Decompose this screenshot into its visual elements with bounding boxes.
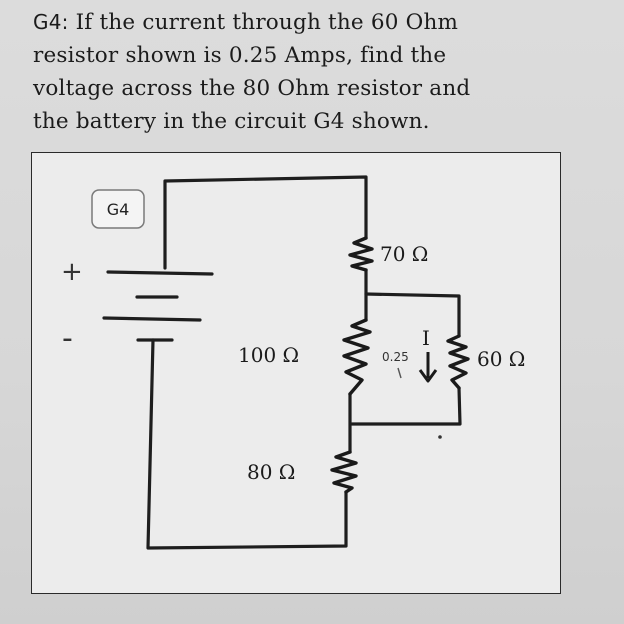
problem-line-4: the battery in the circuit G4 shown. [33, 109, 430, 134]
current-symbol: I [422, 326, 430, 350]
label-100-ohm: 100 Ω [238, 343, 299, 367]
current-arrow-icon [418, 352, 438, 383]
current-value-handwritten: 0.25 [382, 350, 409, 364]
stray-dot [438, 435, 442, 439]
problem-line-3: voltage across the 80 Ohm resistor and [33, 76, 471, 101]
resistor-70 [348, 236, 374, 272]
problem-line-2: resistor shown is 0.25 Amps, find the [33, 43, 447, 68]
parallel-bottom-wire [350, 386, 462, 426]
parallel-top-wire [364, 292, 461, 338]
resistor-60 [446, 334, 470, 390]
resistor-80 [330, 450, 358, 494]
problem-id: G4: [33, 10, 69, 34]
battery-plate-long-2 [102, 316, 202, 322]
circuit-tag: G4 [91, 189, 145, 229]
label-60-ohm: 60 Ω [477, 347, 525, 371]
circuit-wires [102, 175, 462, 550]
problem-line-1: G4: If the current through the 60 Ohm [33, 6, 593, 39]
problem-text-1: If the current through the 60 Ohm [75, 10, 459, 35]
battery-plate-long [106, 270, 214, 276]
battery-minus-sign: - [62, 321, 73, 356]
circuit-tag-label: G4 [107, 200, 130, 219]
handwritten-tick [397, 367, 402, 379]
resistor-100 [342, 318, 372, 396]
label-70-ohm: 70 Ω [380, 242, 428, 266]
battery-plus-sign: + [61, 257, 83, 287]
top-wire [163, 175, 368, 270]
label-80-ohm: 80 Ω [247, 460, 295, 484]
bottom-wire [146, 338, 348, 550]
problem-statement: G4: If the current through the 60 Ohm re… [33, 6, 593, 138]
